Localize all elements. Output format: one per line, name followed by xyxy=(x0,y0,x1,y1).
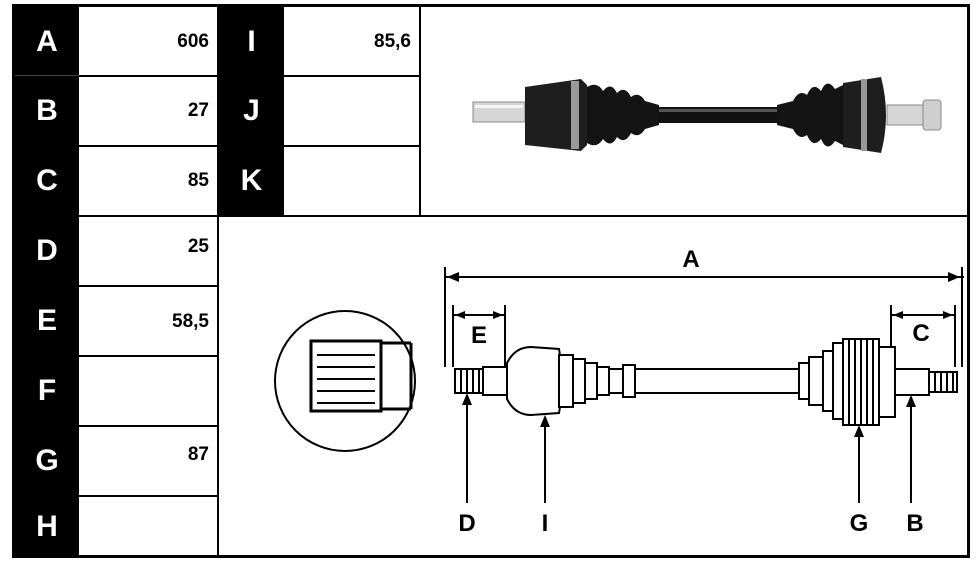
key-i: I xyxy=(219,7,284,76)
key-c: C xyxy=(15,146,79,216)
key-h: H xyxy=(15,496,79,558)
value-i: 85,6 xyxy=(374,30,411,52)
key-j: J xyxy=(219,76,284,146)
key-f: F xyxy=(15,356,79,426)
key-g: G xyxy=(15,426,79,496)
key-a: A xyxy=(15,7,79,76)
spline-detail-inset xyxy=(274,310,416,452)
drive-shaft-photo xyxy=(472,77,942,153)
label-c: C xyxy=(912,320,929,347)
spec-sheet-frame: A 606 B 27 C 85 D 25 E 58,5 F G 87 H I 8… xyxy=(12,4,970,558)
value-f xyxy=(79,356,217,426)
key-b: B xyxy=(15,76,79,146)
key-e: E xyxy=(15,286,79,356)
value-k xyxy=(284,146,419,216)
value-a: 606 xyxy=(177,30,209,52)
value-b: 27 xyxy=(187,100,209,121)
value-c: 85 xyxy=(187,170,209,191)
label-b: B xyxy=(906,510,923,537)
value-d: 25 xyxy=(187,236,209,257)
key-k: K xyxy=(219,146,284,216)
value-g: 87 xyxy=(187,444,209,465)
key-d: D xyxy=(15,216,79,286)
shaft-outline xyxy=(454,338,958,426)
value-e: 58,5 xyxy=(172,311,209,332)
label-d: D xyxy=(458,510,475,537)
label-a: A xyxy=(682,246,699,273)
label-e: E xyxy=(471,322,487,349)
value-h xyxy=(79,496,217,558)
value-j xyxy=(284,76,419,146)
drive-shaft-technical-drawing: A E C xyxy=(274,246,964,537)
label-i: I xyxy=(542,510,549,537)
label-g: G xyxy=(850,510,869,537)
